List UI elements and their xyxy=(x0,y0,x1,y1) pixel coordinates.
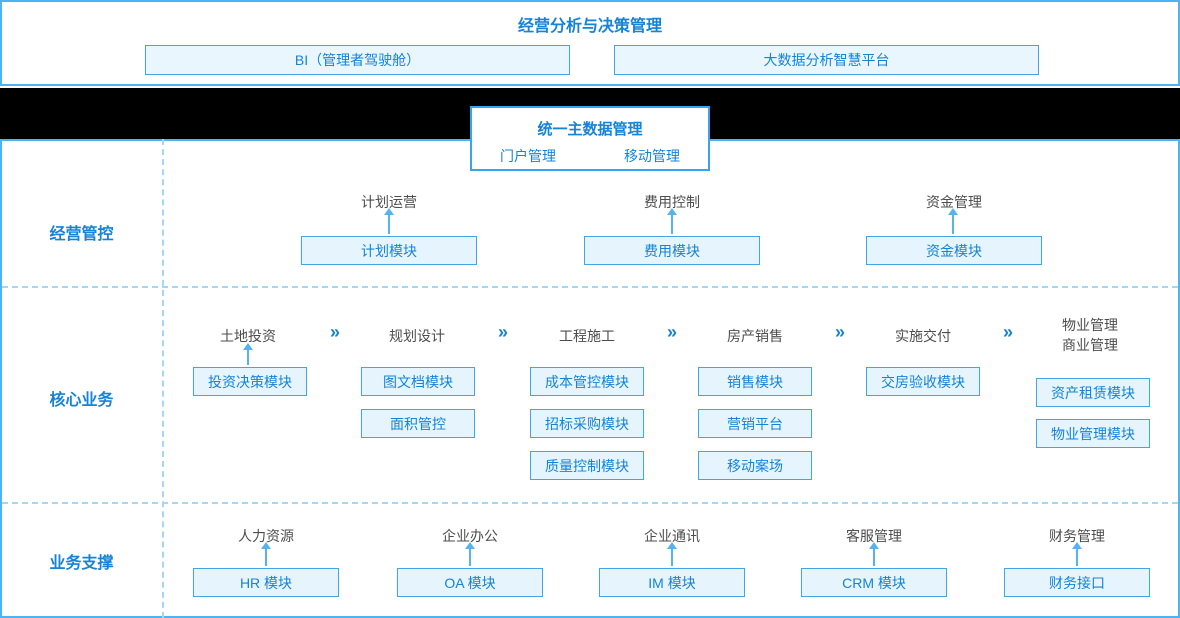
section-label-core: 核心业务 xyxy=(49,392,114,409)
category-plan-operation: 计划运营 xyxy=(361,194,417,210)
im-module-box: IM 模块 xyxy=(599,568,745,597)
stage-planning-design: 规划设计 xyxy=(389,328,445,344)
bidding-procurement-module-box: 招标采购模块 xyxy=(530,409,644,438)
expense-module-box: 费用模块 xyxy=(584,236,760,265)
chevron-icon: » xyxy=(329,322,340,342)
chevron-icon: » xyxy=(1002,322,1013,342)
crm-module-box: CRM 模块 xyxy=(801,568,947,597)
arrow-up-finance xyxy=(1072,542,1082,566)
funds-module-box: 资金模块 xyxy=(866,236,1042,265)
category-hr: 人力资源 xyxy=(238,528,294,544)
chevron-icon: » xyxy=(834,322,845,342)
arrow-up-im xyxy=(667,542,677,566)
master-data-title: 统一主数据管理 xyxy=(537,121,643,138)
mobile-management-label: 移动管理 xyxy=(624,148,680,164)
hr-module-box: HR 模块 xyxy=(193,568,339,597)
arrow-up-expense xyxy=(667,208,677,234)
decision-management-title: 经营分析与决策管理 xyxy=(517,18,662,35)
asset-leasing-module-box: 资产租赁模块 xyxy=(1036,378,1150,407)
arrow-up-crm xyxy=(869,542,879,566)
stage-property-commercial-management: 物业管理 商业管理 xyxy=(1033,315,1147,355)
quality-control-module-box: 质量控制模块 xyxy=(530,451,644,480)
arrow-up-funds xyxy=(948,208,958,234)
plan-module-box: 计划模块 xyxy=(301,236,477,265)
delivery-acceptance-module-box: 交房验收模块 xyxy=(866,367,980,396)
cost-control-module-box: 成本管控模块 xyxy=(530,367,644,396)
bigdata-platform-box: 大数据分析智慧平台 xyxy=(614,45,1039,75)
stage-commercial-line: 商业管理 xyxy=(1062,337,1118,353)
master-data-box: 统一主数据管理 门户管理 移动管理 xyxy=(470,106,710,171)
stage-delivery: 实施交付 xyxy=(895,328,951,344)
stage-property-line: 物业管理 xyxy=(1062,317,1118,333)
mobile-sales-module-box: 移动案场 xyxy=(698,451,812,480)
category-customer-service: 客服管理 xyxy=(846,528,902,544)
investment-decision-module-box: 投资决策模块 xyxy=(193,367,307,396)
arrow-up-oa xyxy=(465,542,475,566)
category-finance: 财务管理 xyxy=(1049,528,1105,544)
bi-cockpit-box: BI（管理者驾驶舱） xyxy=(145,45,570,75)
label-column-divider xyxy=(162,139,164,618)
arrow-up-hr xyxy=(261,542,271,566)
chevron-icon: » xyxy=(497,322,508,342)
section-label-support: 业务支撑 xyxy=(49,555,114,572)
row-divider-1 xyxy=(2,286,1178,288)
row-divider-2 xyxy=(2,502,1178,504)
oa-module-box: OA 模块 xyxy=(397,568,543,597)
stage-property-sales: 房产销售 xyxy=(727,328,783,344)
area-control-module-box: 面积管控 xyxy=(361,409,475,438)
stage-construction: 工程施工 xyxy=(559,328,615,344)
marketing-platform-module-box: 营销平台 xyxy=(698,409,812,438)
category-office: 企业办公 xyxy=(442,528,498,544)
property-management-module-box: 物业管理模块 xyxy=(1036,419,1150,448)
finance-interface-module-box: 财务接口 xyxy=(1004,568,1150,597)
stage-land-investment: 土地投资 xyxy=(220,328,276,344)
sales-module-box: 销售模块 xyxy=(698,367,812,396)
portal-management-label: 门户管理 xyxy=(500,148,556,164)
section-label-management: 经营管控 xyxy=(49,226,114,243)
category-communication: 企业通讯 xyxy=(644,528,700,544)
doc-module-box: 图文档模块 xyxy=(361,367,475,396)
arrow-up-investment xyxy=(243,343,253,365)
arrow-up-plan xyxy=(384,208,394,234)
category-expense-control: 费用控制 xyxy=(644,194,700,210)
chevron-icon: » xyxy=(666,322,677,342)
category-funds-management: 资金管理 xyxy=(926,194,982,210)
decision-management-panel: 经营分析与决策管理 BI（管理者驾驶舱） 大数据分析智慧平台 xyxy=(0,0,1180,86)
